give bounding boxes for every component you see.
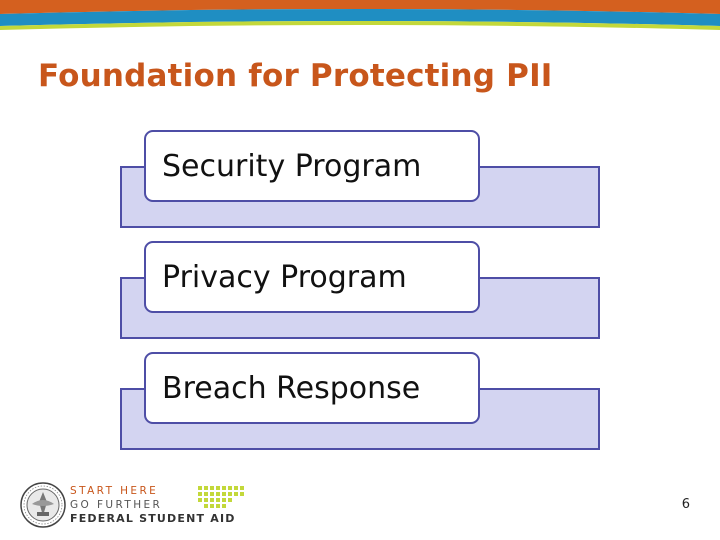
layer-label: Security Program (162, 148, 422, 184)
brand-line-start-here: START HERE (70, 485, 159, 497)
brand-text: START HERE GO FURTHER FEDERAL STUDENT AI… (70, 484, 236, 526)
layer-label-box: Security Program (144, 130, 480, 202)
layer-label-box: Privacy Program (144, 241, 480, 313)
brand-line-federal-student-aid: FEDERAL STUDENT AID (70, 512, 236, 525)
fsa-logo: START HERE GO FURTHER FEDERAL STUDENT AI… (20, 482, 250, 530)
slide-title: Foundation for Protecting PII (38, 58, 553, 94)
page-number: 6 (681, 497, 690, 512)
department-seal-icon (20, 482, 66, 528)
layer-label-box: Breach Response (144, 352, 480, 424)
header-banner (0, 0, 720, 40)
brand-line-go-further: GO FURTHER (70, 499, 163, 511)
layer-label: Privacy Program (162, 259, 407, 295)
layer-label: Breach Response (162, 370, 421, 406)
dot-pattern-icon (198, 486, 244, 508)
